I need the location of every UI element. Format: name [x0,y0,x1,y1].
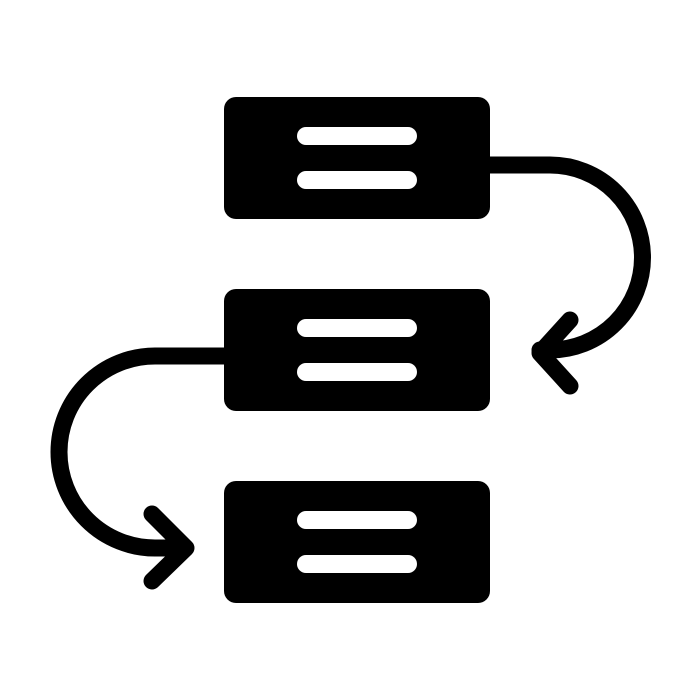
arrow-top-to-middle [479,156,651,395]
block-bottom [224,481,490,603]
connector-curve-right [479,156,651,359]
block-bottom-line-1 [297,511,417,529]
block-top-line-1 [297,127,417,145]
arrow-middle-to-bottom [50,347,235,590]
arrowhead-left-icon [531,311,579,395]
connector-curve-left [50,347,235,557]
block-middle-line-1 [297,319,417,337]
block-top [224,97,490,219]
block-middle [224,289,490,411]
arrowhead-right-icon [143,505,195,590]
block-middle-line-2 [297,363,417,381]
block-top-line-2 [297,171,417,189]
block-bottom-line-2 [297,555,417,573]
